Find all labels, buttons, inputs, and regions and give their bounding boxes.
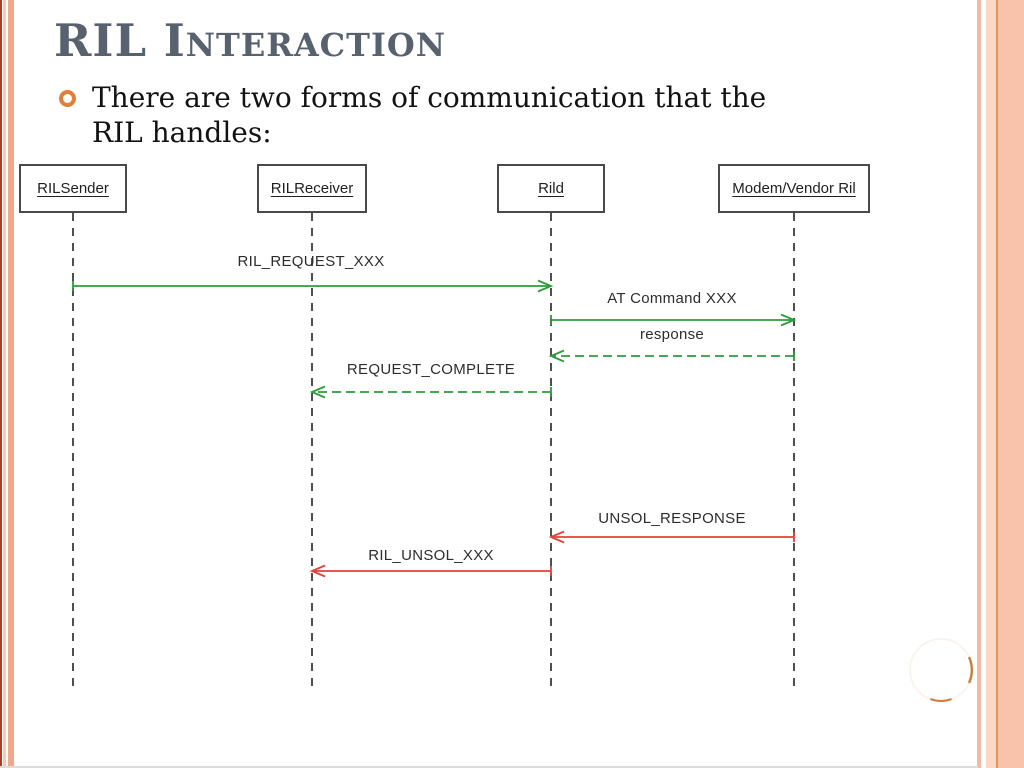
right-border-stripe	[986, 0, 996, 768]
message-label: response	[639, 326, 705, 343]
message-label: AT Command XXX	[607, 290, 737, 307]
actor-label: Rild	[538, 180, 564, 197]
left-edge-line	[0, 0, 2, 768]
actor-box: Rild	[497, 164, 605, 213]
actor-label: RILSender	[37, 180, 109, 197]
actor-label: RILReceiver	[270, 180, 354, 197]
right-border-stripe	[977, 0, 981, 768]
message-label: UNSOL_RESPONSE	[598, 510, 746, 527]
actor-box: Modem/Vendor Ril	[718, 164, 870, 213]
message-label: RIL_UNSOL_XXX	[368, 547, 494, 564]
message-label: RIL_REQUEST_XXX	[237, 253, 385, 270]
actor-box: RILSender	[19, 164, 127, 213]
page-title: RIL Interaction	[54, 14, 447, 67]
message-label: REQUEST_COMPLETE	[346, 361, 516, 378]
bullet-text: There are two forms of communication tha…	[92, 81, 767, 149]
right-border-stripe	[998, 0, 1024, 768]
actor-label: Modem/Vendor Ril	[732, 180, 856, 197]
right-border-stripe	[996, 0, 998, 768]
bullet-icon	[59, 90, 76, 107]
slide-bottom-shadow	[0, 766, 978, 768]
actor-box: RILReceiver	[257, 164, 367, 213]
left-border-stripe	[3, 0, 6, 768]
left-border-stripe	[8, 0, 14, 768]
